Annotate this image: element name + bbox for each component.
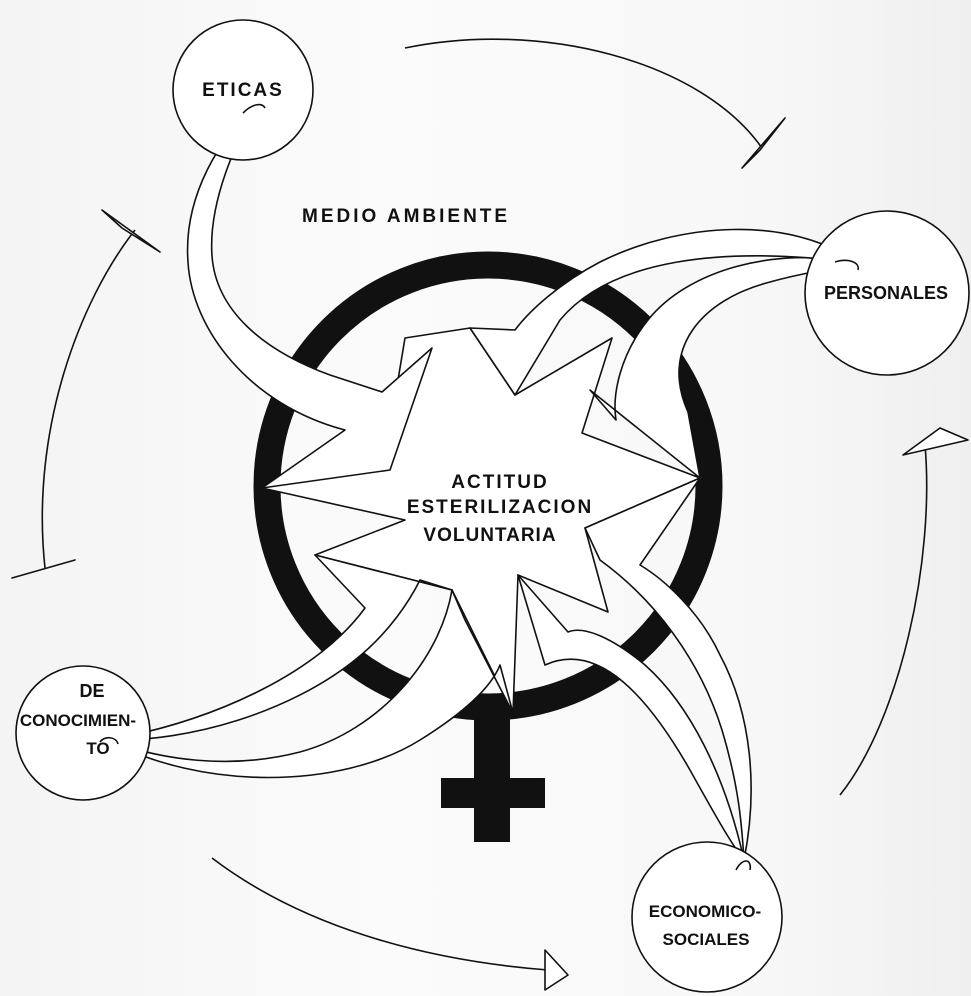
center-label-line3: VOLUNTARIA xyxy=(423,525,556,546)
label-conocimiento-line2: CONOCIMIEN- xyxy=(20,711,136,730)
swirl-arrow-conocimiento-lower xyxy=(107,589,514,779)
swirl-tail-personales xyxy=(834,259,859,271)
label-conocimiento-line3: TO xyxy=(86,739,109,758)
swirl-arrow-economico-inner xyxy=(517,574,745,861)
environment-label: MEDIO AMBIENTE xyxy=(302,206,510,227)
swirl-arrow-conocimiento-upper xyxy=(107,554,453,741)
cycle-arrowhead-left-down xyxy=(11,559,76,579)
label-economico-line1: ECONOMICO- xyxy=(649,902,761,921)
label-eticas: ETICAS xyxy=(202,80,284,101)
cycle-arrowhead-left-up xyxy=(101,209,161,253)
swirl-arrow-economico xyxy=(584,477,752,861)
swirl-tail-conocimiento xyxy=(99,736,119,745)
swirl-arrow-eticas xyxy=(186,106,433,489)
label-personales: PERSONALES xyxy=(824,283,948,303)
circle-conocimiento xyxy=(15,665,151,801)
cycle-arrow-right xyxy=(839,444,928,796)
cycle-arrow-left xyxy=(41,229,136,569)
circle-personales xyxy=(804,210,970,376)
center-label-line2: ESTERILIZACION xyxy=(407,497,593,518)
label-economico-line2: SOCIALES xyxy=(663,930,750,949)
circle-economico xyxy=(631,841,783,993)
cycle-arrowhead-bottom xyxy=(544,949,569,991)
circle-eticas xyxy=(172,19,314,161)
cycle-arrow-top xyxy=(404,38,763,149)
swirl-tail-economico xyxy=(735,860,752,871)
cycle-arrowhead-top xyxy=(741,117,786,169)
cycle-arrow-bottom xyxy=(211,857,549,971)
center-label-line1: ACTITUD xyxy=(451,472,548,493)
cycle-arrowhead-right xyxy=(902,427,969,456)
label-conocimiento-line1: DE xyxy=(79,681,104,701)
female-symbol-cross xyxy=(441,712,545,842)
swirl-tail-eticas xyxy=(242,103,266,114)
swirl-arrow-personales-inner xyxy=(589,256,859,479)
